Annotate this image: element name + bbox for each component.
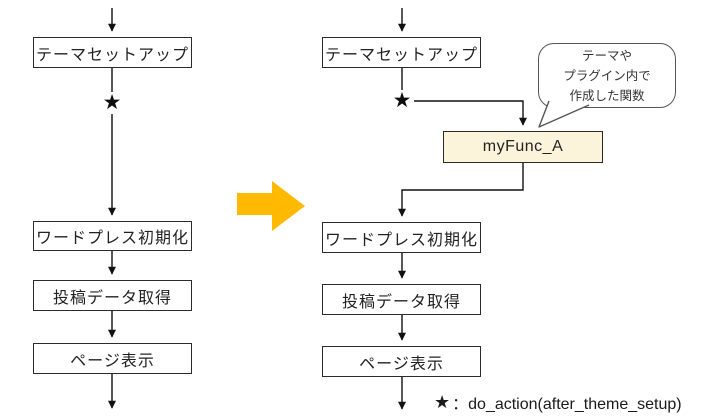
right-box-theme-setup: テーマセットアップ: [322, 37, 481, 68]
right-flow-connectors: [398, 8, 527, 410]
right-box-post-data: 投稿データ取得: [322, 284, 481, 315]
right-box-myfunc: myFunc_A: [443, 131, 603, 163]
legend: ★：do_action(after_theme_setup): [434, 390, 682, 414]
left-box-page-display: ページ表示: [33, 343, 192, 374]
callout-line: プラグイン内で: [563, 68, 651, 83]
legend-star-icon: ★: [434, 392, 451, 412]
left-box-post-data: 投稿データ取得: [33, 280, 192, 311]
callout-line: テーマや: [581, 48, 632, 63]
callout-bubble: テーマや プラグイン内で 作成した関数: [538, 43, 676, 108]
callout-line: 作成した関数: [569, 88, 645, 103]
left-hook-star-icon: ★: [102, 91, 122, 114]
right-box-wp-init: ワードプレス初期化: [322, 222, 481, 253]
left-box-theme-setup: テーマセットアップ: [33, 37, 192, 68]
transform-arrow-icon: [237, 181, 305, 231]
right-box-page-display: ページ表示: [322, 346, 481, 377]
right-hook-star-icon: ★: [392, 89, 412, 112]
left-box-wp-init: ワードプレス初期化: [33, 221, 192, 251]
legend-text: ：do_action(after_theme_setup): [452, 396, 682, 413]
